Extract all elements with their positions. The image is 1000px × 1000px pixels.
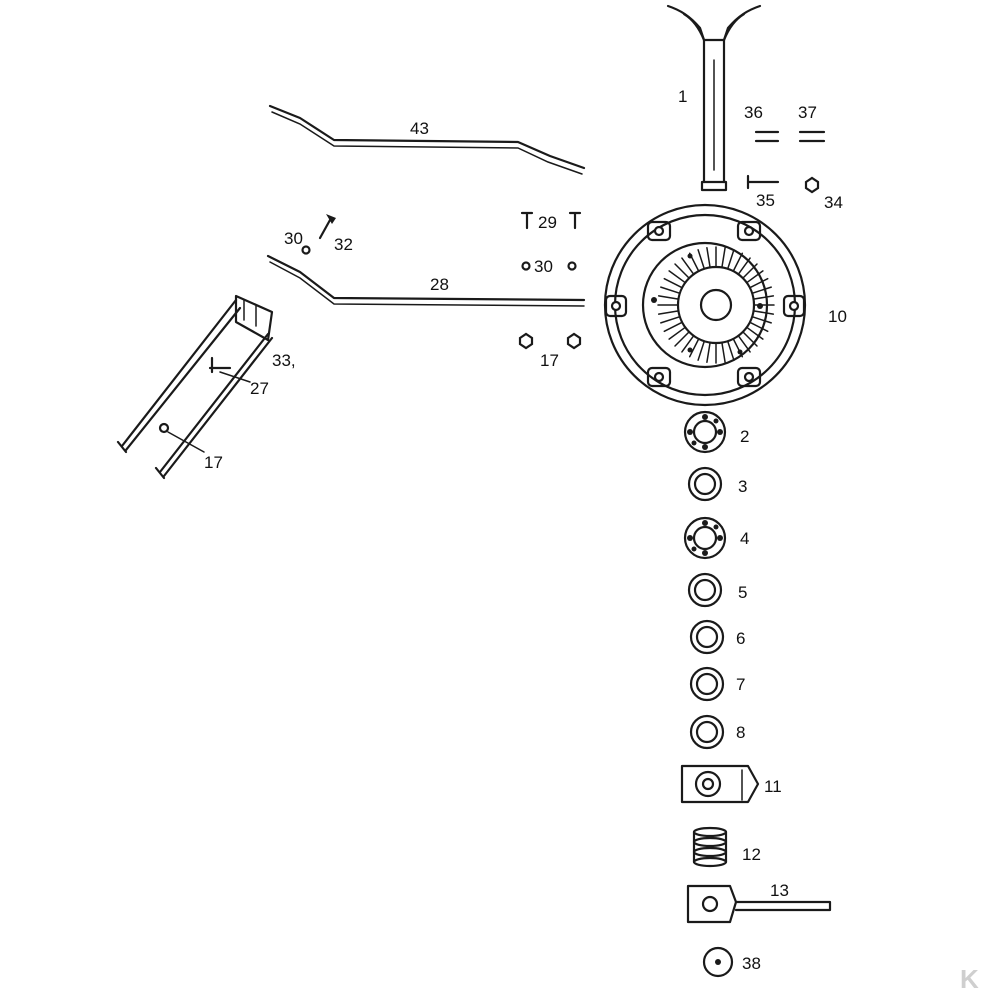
part-32-pin: [318, 214, 336, 240]
label-17-left: 17: [204, 453, 223, 472]
part-33-tine-assembly: [116, 294, 274, 480]
part-3-ring: [687, 466, 723, 502]
label-2: 2: [740, 427, 749, 446]
part-28-rod: [266, 254, 586, 307]
hub-tooth: [663, 321, 683, 333]
hub-tooth: [674, 331, 690, 347]
part-2-bearing: [683, 410, 727, 454]
part-38-washer: [702, 946, 734, 978]
label-5: 5: [738, 583, 747, 602]
label-29: 29: [538, 213, 557, 232]
label-12: 12: [742, 845, 761, 864]
label-32: 32: [334, 235, 353, 254]
hub-tooth: [697, 249, 706, 270]
label-8: 8: [736, 723, 745, 742]
hub-tooth: [674, 263, 690, 279]
hub-tooth: [697, 340, 706, 361]
hub-tooth: [726, 249, 735, 270]
hub-tooth: [737, 334, 751, 353]
label-43: 43: [410, 119, 429, 138]
part-10-disc-assembly: [603, 203, 807, 407]
label-37: 37: [798, 103, 817, 122]
hub-tooth: [668, 326, 687, 340]
part-34-nut: [804, 176, 820, 194]
hub-tooth: [663, 277, 683, 289]
hub-tooth: [752, 310, 775, 315]
label-35: 35: [756, 191, 775, 210]
label-11: 11: [764, 777, 782, 796]
label-34: 34: [824, 193, 843, 212]
part-36-shims: [754, 130, 780, 143]
hub-tooth: [706, 341, 711, 364]
part-37-shims: [798, 130, 826, 143]
label-7: 7: [736, 675, 745, 694]
hub-tooth: [721, 341, 726, 364]
hub-tooth: [688, 338, 700, 358]
part-7-ring: [689, 666, 725, 702]
part-35-bolt: [746, 174, 780, 190]
hub-tooth: [726, 340, 735, 361]
hub-tooth: [745, 270, 764, 284]
label-17-right: 17: [540, 351, 559, 370]
hub-tooth: [749, 321, 769, 333]
hub-tooth: [668, 270, 687, 284]
label-3: 3: [738, 477, 747, 496]
label-30-right: 30: [534, 257, 553, 276]
hub-tooth: [681, 334, 695, 353]
hub-tooth: [751, 286, 772, 295]
hub-tooth: [660, 315, 681, 324]
label-10: 10: [828, 307, 847, 326]
label-38: 38: [742, 954, 761, 973]
part-29-bolts: [520, 211, 582, 230]
hub-tooth: [742, 263, 758, 279]
part-43-rod: [268, 104, 586, 175]
hub-tooth: [732, 252, 744, 272]
part-17-nuts: [518, 332, 582, 350]
part-27-clip: [208, 356, 251, 383]
hub-tooth: [737, 257, 751, 276]
part-5-ring: [687, 572, 723, 608]
logo-letter: K: [960, 964, 979, 994]
hub-tooth: [749, 277, 769, 289]
part-11-block: [680, 764, 760, 804]
part-30-washer: [301, 245, 311, 255]
watermark-logo: K: [952, 964, 992, 994]
hub-tooth: [745, 326, 764, 340]
part-4-bearing: [683, 516, 727, 560]
part-8-ring: [689, 714, 725, 750]
label-6: 6: [736, 629, 745, 648]
hub-tooth: [752, 295, 775, 300]
hub-tooth: [681, 257, 695, 276]
hub-tooth: [721, 246, 726, 269]
part-1-shaft: [666, 4, 762, 192]
part-13-lever: [686, 884, 832, 924]
label-27: 27: [250, 379, 269, 398]
hub-tooth: [657, 310, 680, 315]
label-36: 36: [744, 103, 763, 122]
hub-tooth: [706, 246, 711, 269]
hub-tooth: [751, 315, 772, 324]
label-28: 28: [430, 275, 449, 294]
part-30-washer-left: [521, 261, 531, 271]
label-1: 1: [678, 87, 687, 106]
label-33: 33,: [272, 351, 296, 370]
label-30-left: 30: [284, 229, 303, 248]
part-12-spring: [692, 826, 728, 868]
hub-tooth: [657, 295, 680, 300]
label-4: 4: [740, 529, 749, 548]
part-6-ring: [689, 619, 725, 655]
hub-tooth: [742, 331, 758, 347]
part-30-washer-right: [567, 261, 577, 271]
hub-tooth: [660, 286, 681, 295]
label-13: 13: [770, 881, 789, 900]
part-17-nut-left: [158, 422, 205, 453]
